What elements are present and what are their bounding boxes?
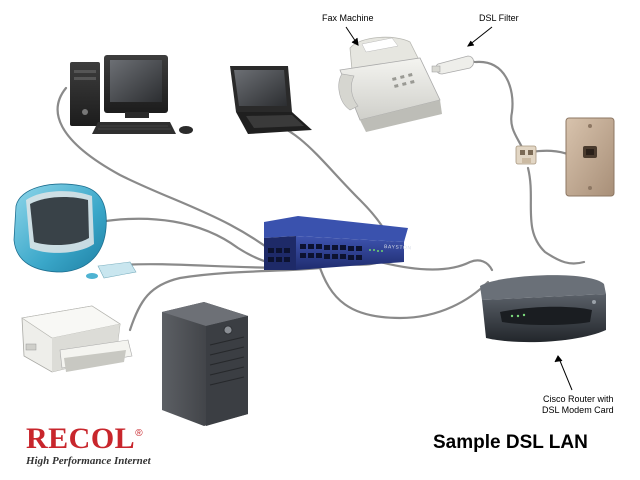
wall-phone-jack: [565, 117, 615, 197]
cables: [56, 60, 586, 332]
laptop: [230, 66, 312, 134]
laser-printer: [21, 305, 133, 373]
cable-printer-to-switch: [128, 266, 322, 332]
dsl-filter-label: DSL Filter: [479, 13, 519, 23]
arrow-router: [557, 355, 573, 391]
logo-registered-mark: ®: [135, 428, 143, 439]
imac: [13, 183, 137, 279]
cable-server-to-switch: [316, 260, 490, 320]
cable-desktop-to-switch: [56, 86, 292, 267]
logo-name: RECOL: [26, 422, 136, 455]
desktop-mouse: [179, 126, 193, 134]
cable-splitter-to-router: [526, 166, 586, 265]
dsl-router: [480, 275, 606, 343]
cable-switch-to-router: [378, 259, 494, 272]
dsl-filter: [431, 55, 474, 75]
switch-brand-label: BAYSTON: [384, 244, 412, 251]
desktop-screen: [110, 60, 162, 102]
network-switch: BAYSTON: [264, 216, 412, 270]
phone-jack-splitter: [515, 145, 537, 165]
recol-logo: RECOL® High Performance Internet: [26, 422, 151, 468]
annotation-arrows: [345, 26, 573, 391]
diagram-title: Sample DSL LAN: [433, 432, 588, 453]
switch-ports: [268, 244, 362, 262]
imac-keyboard: [97, 261, 137, 279]
router-label-line2: DSL Modem Card: [542, 405, 614, 415]
cable-filter-to-splitter: [474, 60, 526, 154]
router-label-line1: Cisco Router with: [543, 394, 614, 404]
fax-machine-label: Fax Machine: [322, 13, 374, 23]
desktop-pc: [70, 55, 193, 134]
logo-tagline: High Performance Internet: [26, 455, 151, 467]
fax-machine: [338, 36, 442, 132]
desktop-keyboard: [92, 122, 176, 134]
tower-server: [162, 302, 248, 426]
fax-handset: [338, 73, 359, 111]
